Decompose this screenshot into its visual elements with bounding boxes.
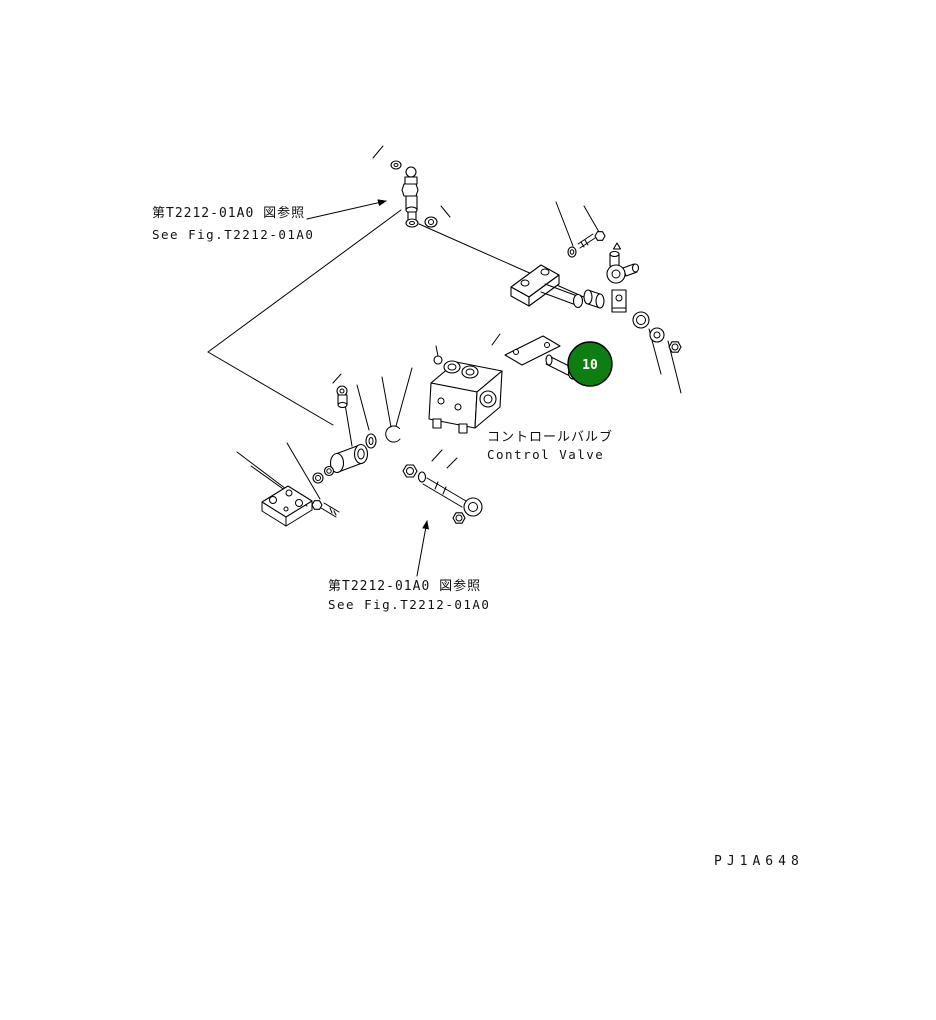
ref-label-bottom-en: See Fig.T2212-01A0	[328, 597, 490, 612]
elbow-fitting	[606, 242, 640, 284]
callout-10-label: 10	[582, 358, 598, 373]
callout-10[interactable]: 10	[567, 341, 613, 387]
upper-joint-assembly	[390, 160, 438, 228]
callout-10-circle[interactable]	[567, 341, 613, 387]
bushing-washer-nut	[632, 311, 682, 353]
slide-plate-and-pin	[504, 335, 579, 380]
ref-label-top-en: See Fig.T2212-01A0	[152, 227, 314, 242]
control-valve-label-jp: コントロールバルブ	[487, 429, 613, 445]
pin-and-clamp	[583, 289, 627, 313]
ref-label-bottom-jp: 第T2212-01A0 図参照	[328, 578, 481, 594]
control-valve-body	[428, 345, 503, 434]
linkage-rod-assembly	[402, 464, 483, 524]
mount-bracket-and-bolt	[261, 485, 340, 527]
bracket-plate	[510, 264, 584, 309]
ref-label-top-jp: 第T2212-01A0 図参照	[152, 205, 305, 221]
sleeve-and-washers	[312, 425, 401, 484]
grease-fitting	[336, 385, 348, 409]
control-valve-label-en: Control Valve	[487, 447, 604, 462]
leader-lines	[207, 145, 682, 577]
bolt-and-washer	[567, 231, 606, 258]
drawing-code: PJ1A648	[714, 854, 804, 869]
